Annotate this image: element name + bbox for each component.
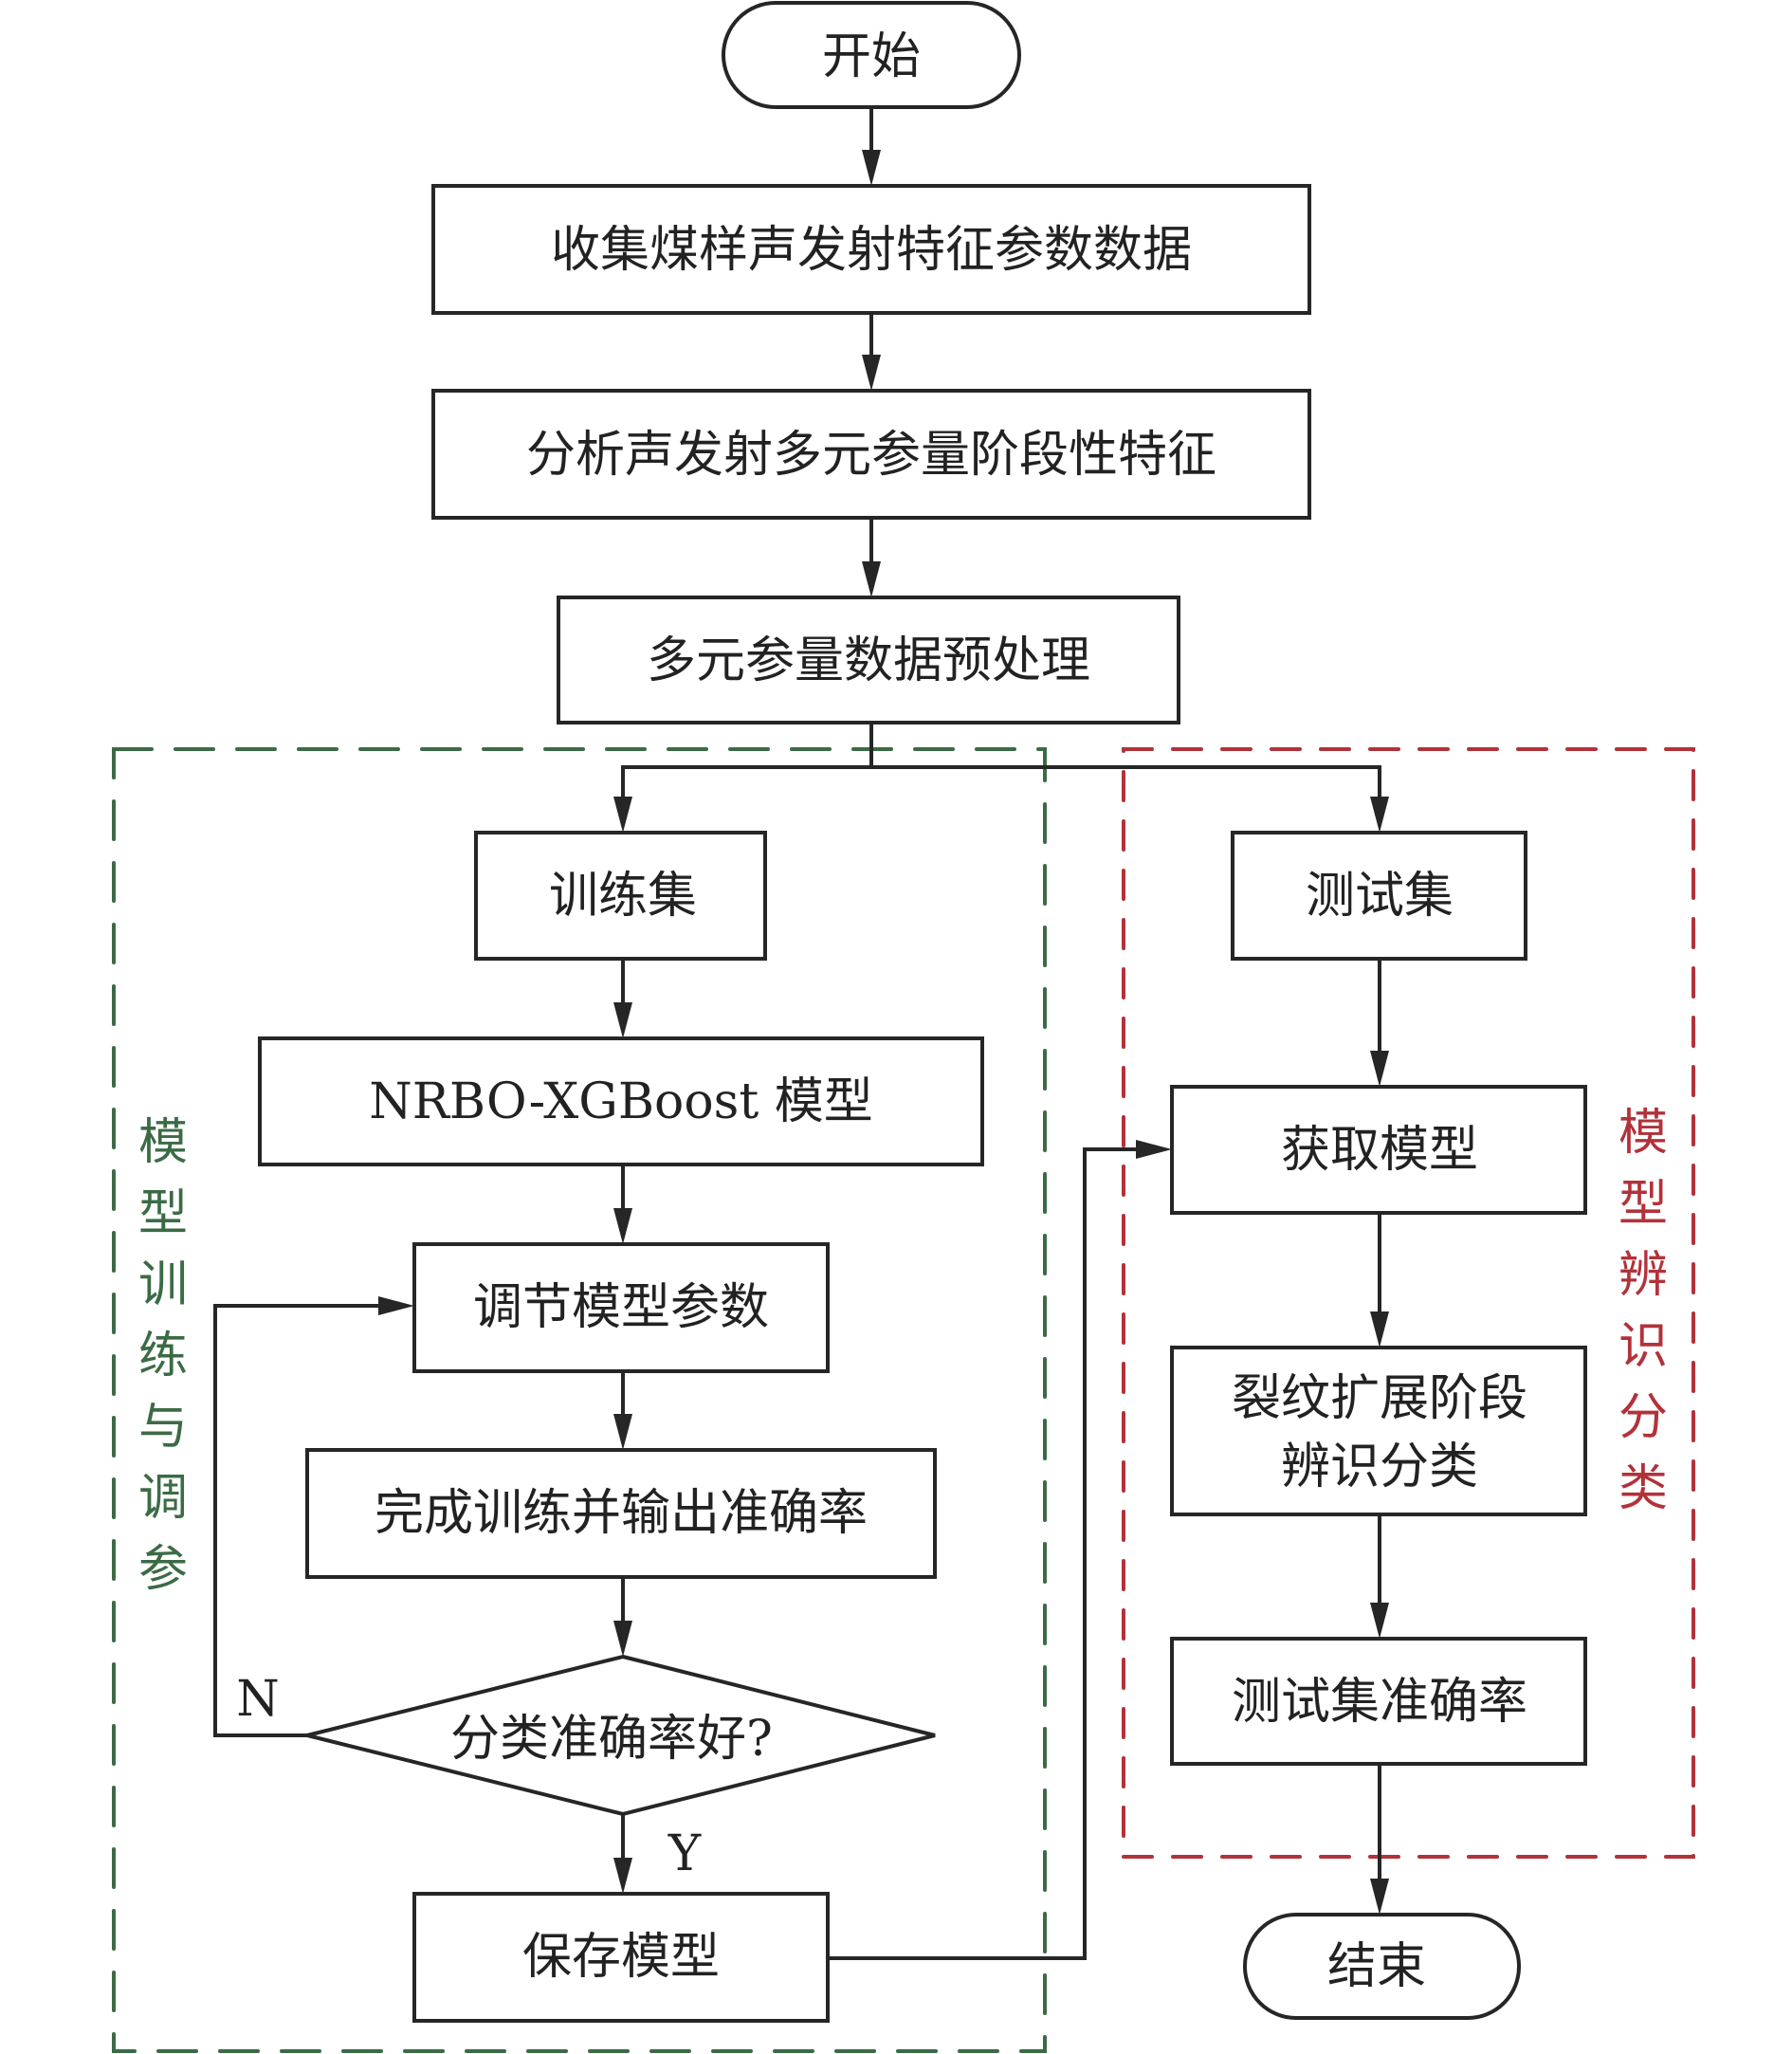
model-label: NRBO-XGBoost 模型 <box>369 1073 873 1130</box>
arrowhead-icon <box>1370 1879 1389 1915</box>
accuracy-decision <box>306 1654 936 1817</box>
svg-text:分: 分 <box>1618 1389 1668 1446</box>
arrowhead-icon <box>1370 1603 1389 1639</box>
start-label: 开始 <box>822 28 921 85</box>
tune-label: 调节模型参数 <box>473 1279 769 1336</box>
get-model-label: 获取模型 <box>1281 1122 1478 1179</box>
decision-label: 分类准确率好? <box>450 1711 773 1768</box>
train-done-step <box>305 1448 937 1579</box>
svg-text:模: 模 <box>138 1114 188 1171</box>
test-accuracy-step <box>1170 1637 1587 1766</box>
identification-group-label: 模 型 辨 识 分 类 <box>1618 1105 1668 1517</box>
train-set-step <box>474 831 767 961</box>
model-step <box>258 1036 984 1166</box>
end-label: 结束 <box>1327 1938 1426 1995</box>
tune-step <box>412 1242 830 1373</box>
svg-text:与: 与 <box>138 1399 188 1456</box>
classify-label-line1: 裂纹扩展阶段 <box>1232 1370 1527 1427</box>
yes-branch-label: Y <box>667 1825 702 1882</box>
train-done-label: 完成训练并输出准确率 <box>375 1485 868 1542</box>
classify-label-line2: 辨识分类 <box>1281 1439 1478 1495</box>
arrowhead-icon <box>1370 797 1389 833</box>
save-step <box>412 1892 830 2023</box>
arrowhead-icon <box>862 150 881 186</box>
svg-text:型: 型 <box>1618 1176 1668 1233</box>
arrowhead-icon <box>378 1296 414 1315</box>
collect-step <box>431 184 1311 315</box>
analyze-step <box>431 389 1311 520</box>
arrowhead-icon <box>1136 1140 1172 1159</box>
svg-text:辨: 辨 <box>1618 1247 1668 1304</box>
training-group-box <box>112 747 1047 2053</box>
arrowhead-icon <box>1370 1311 1389 1348</box>
preprocess-label: 多元参量数据预处理 <box>647 633 1090 689</box>
arrowhead-icon <box>613 1621 632 1657</box>
svg-text:类: 类 <box>1618 1460 1668 1517</box>
arrowhead-icon <box>613 797 632 833</box>
train-set-label: 训练集 <box>549 868 697 925</box>
connector-save-getmodel <box>828 1147 1157 1960</box>
start-terminal <box>722 1 1021 109</box>
connector-split <box>621 723 873 817</box>
arrowhead-icon <box>613 1858 632 1894</box>
svg-text:训: 训 <box>138 1256 188 1313</box>
test-set-step <box>1231 831 1527 961</box>
arrowhead-icon <box>613 1002 632 1038</box>
arrowhead-icon <box>862 355 881 391</box>
analyze-label: 分析声发射多元参量阶段性特征 <box>526 427 1216 484</box>
arrowhead-icon <box>613 1414 632 1450</box>
svg-text:练: 练 <box>138 1328 188 1385</box>
svg-text:模: 模 <box>1618 1105 1668 1162</box>
test-accuracy-label: 测试集准确率 <box>1232 1674 1527 1731</box>
arrowhead-icon <box>613 1208 632 1244</box>
svg-text:调: 调 <box>138 1470 188 1527</box>
no-branch-label: N <box>236 1671 280 1728</box>
save-label: 保存模型 <box>522 1929 720 1986</box>
training-group-label: 模 型 训 练 与 调 参 <box>138 1114 188 1598</box>
arrowhead-icon <box>1370 1051 1389 1087</box>
svg-text:参: 参 <box>138 1541 188 1598</box>
svg-text:型: 型 <box>138 1185 188 1242</box>
test-set-label: 测试集 <box>1306 868 1454 925</box>
svg-text:识: 识 <box>1618 1318 1668 1375</box>
preprocess-step <box>557 596 1180 724</box>
connector-no-loop <box>213 1304 399 1737</box>
get-model-step <box>1170 1085 1587 1215</box>
arrowhead-icon <box>862 561 881 597</box>
collect-label: 收集煤样声发射特征参数数据 <box>551 222 1192 279</box>
end-terminal <box>1243 1913 1521 2020</box>
classify-step <box>1170 1346 1587 1516</box>
